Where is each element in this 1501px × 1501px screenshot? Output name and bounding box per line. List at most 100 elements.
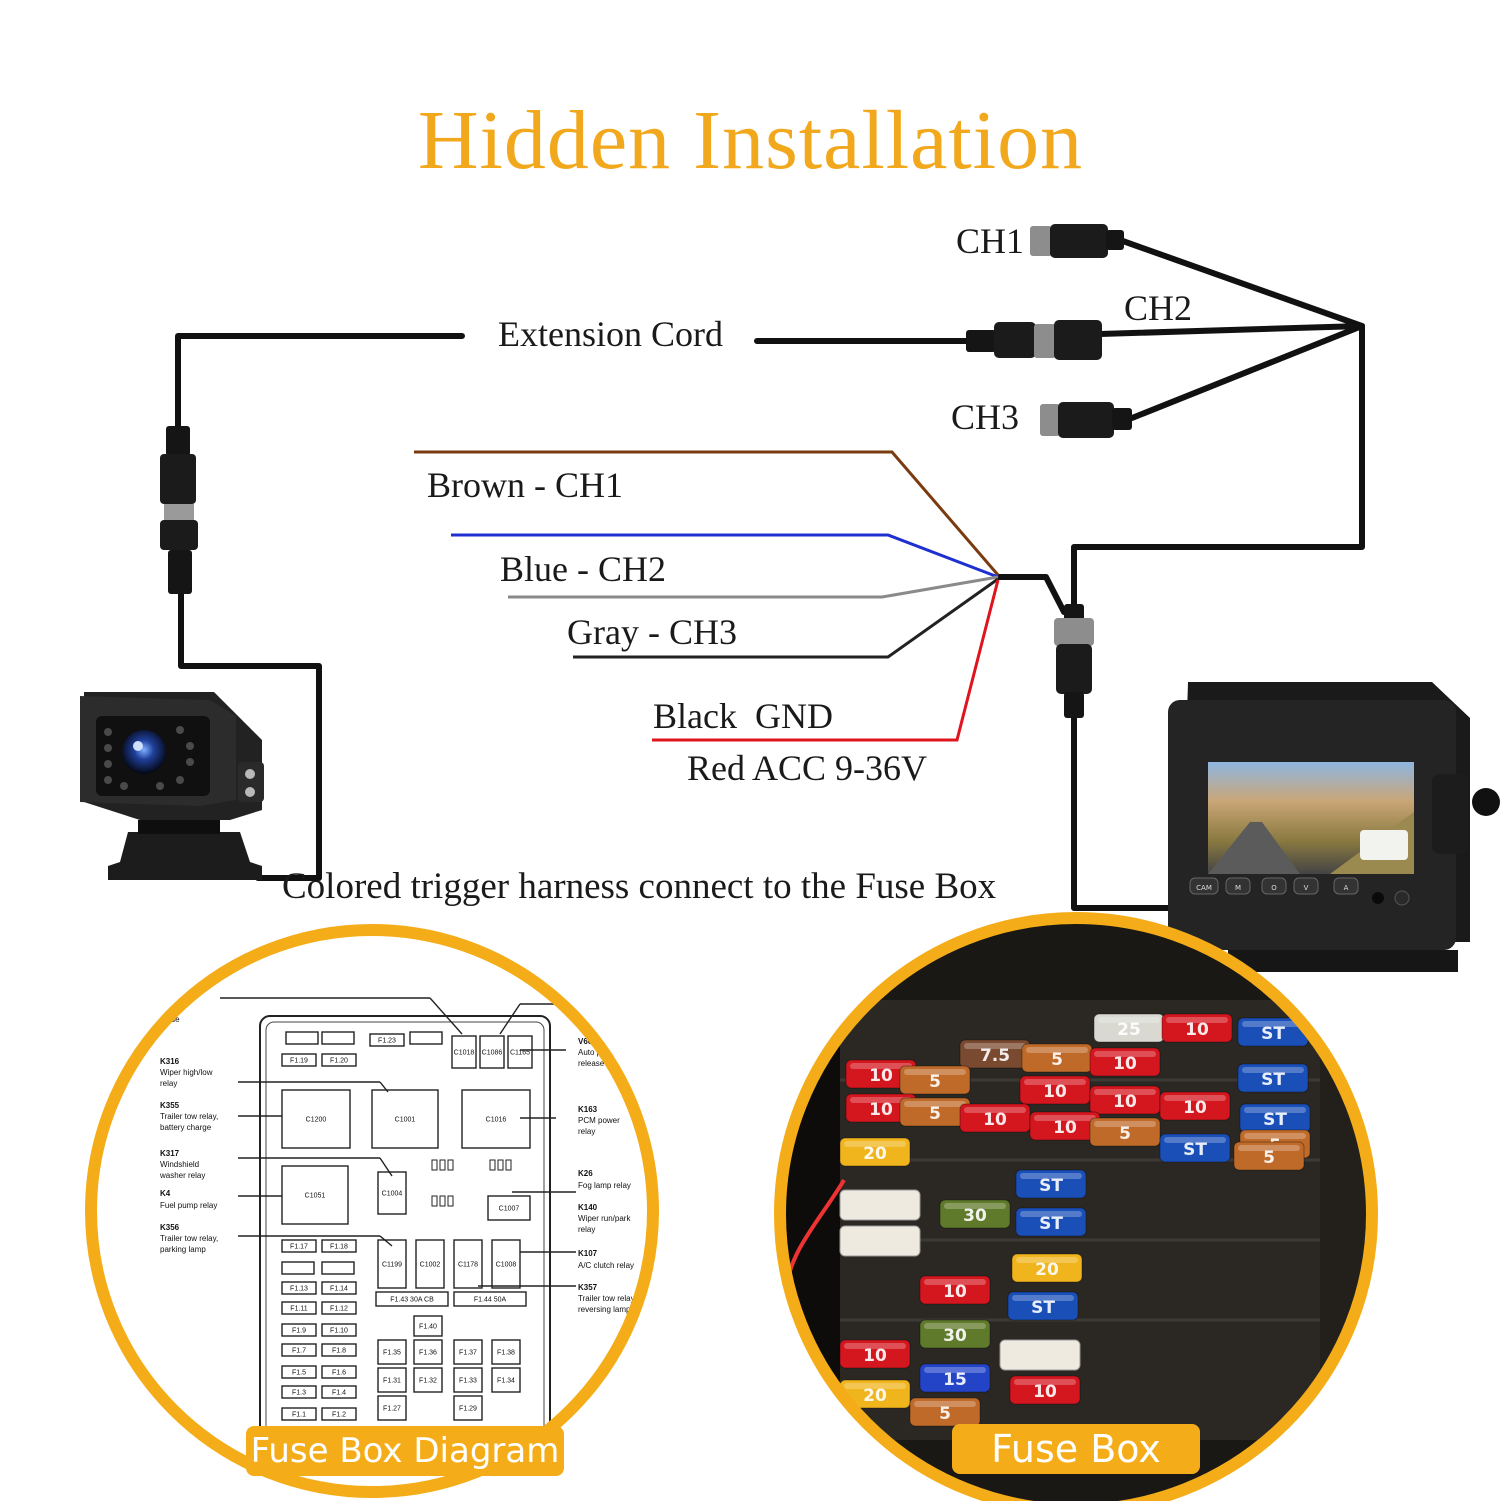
- diagram-box-label: F1.8: [332, 1348, 346, 1355]
- trigger-harness-note: Colored trigger harness connect to the F…: [282, 866, 997, 907]
- fuse-rating: 10: [1183, 1098, 1207, 1118]
- diagram-box: [491, 1367, 521, 1393]
- splitter-trunk: [1071, 323, 1365, 611]
- label-brown-wire: Brown - CH1: [427, 465, 623, 505]
- fuse: [839, 1137, 911, 1167]
- diagram-box-label: C1001: [395, 1117, 416, 1124]
- fuse: [1159, 1091, 1231, 1121]
- connector-ch2: [966, 320, 1102, 360]
- fuse-rating: 5: [939, 1404, 951, 1424]
- diagram-left-label: Windshield: [160, 1160, 199, 1169]
- diagram-box-label: C1016: [486, 1117, 507, 1124]
- fuse-highlight: [1164, 1095, 1226, 1101]
- ch1-branch: [1117, 237, 1365, 329]
- diagram-box-label: F1.38: [497, 1350, 515, 1357]
- monitor-cable: [1071, 713, 1183, 911]
- label-red-wire: Red ACC 9-36V: [687, 748, 928, 788]
- diagram-right-label: A/C C: [578, 1004, 600, 1013]
- diagram-right-label: Fog lamp relay: [578, 1181, 631, 1190]
- fuse-highlight: [1024, 1079, 1086, 1085]
- fuse: [1233, 1141, 1305, 1171]
- diagram-pin: [497, 1159, 504, 1171]
- diagram-pin: [431, 1159, 438, 1171]
- diagram-box-label: F1.5: [292, 1370, 306, 1377]
- fuse-rating: 10: [943, 1282, 967, 1302]
- diagram-box-label: F1.14: [330, 1286, 348, 1293]
- fuse-highlight: [850, 1063, 912, 1069]
- diagram-box-label: F1.3: [292, 1390, 306, 1397]
- diagram-box: [321, 1239, 357, 1253]
- diagram-box: [371, 1089, 439, 1149]
- diagram-empty-slot: [281, 1261, 315, 1275]
- fuse-blank: [999, 1339, 1081, 1371]
- diagram-box: [321, 1301, 357, 1315]
- diagram-box-label: F1.31: [383, 1378, 401, 1385]
- diagram-box-label: F1.7: [292, 1348, 306, 1355]
- diagram-box-label: F1.34: [497, 1378, 515, 1385]
- diagram-box: [453, 1395, 483, 1421]
- fuse-rating: 30: [943, 1326, 967, 1346]
- fuse-blank: [839, 1225, 921, 1257]
- diagram-box-label: F1.37: [459, 1350, 477, 1357]
- fuse: [1015, 1169, 1087, 1199]
- fuse: [899, 1065, 971, 1095]
- diagram-box: [487, 1195, 531, 1221]
- connector-ch1: [1030, 224, 1124, 258]
- monitor-button: [1333, 877, 1359, 895]
- diagram-box-label: C1165: [510, 1050, 530, 1057]
- diagram-box-label: F1.4: [332, 1390, 346, 1397]
- diagram-box-label: F1.29: [459, 1406, 477, 1413]
- diagram-empty-slot: [321, 1031, 355, 1045]
- fuse-rating: 10: [1033, 1382, 1057, 1402]
- fuse-highlight: [914, 1401, 976, 1407]
- diagram-right-label: K140: [578, 1203, 598, 1212]
- diagram-box-label: F1.2: [332, 1412, 346, 1419]
- fuse-highlight: [1166, 1017, 1228, 1023]
- diagram-right-label: A/C clutch relay: [578, 1261, 634, 1270]
- diagram-right-label: K107: [578, 1249, 598, 1258]
- backup-camera: [80, 692, 264, 880]
- fuse-highlight: [904, 1069, 966, 1075]
- fuse-highlight: [924, 1323, 986, 1329]
- fuse-highlight: [1026, 1047, 1088, 1053]
- fuse-highlight: [1098, 1017, 1160, 1023]
- label-black-wire: Black GND: [653, 696, 833, 736]
- diagram-box: [453, 1367, 483, 1393]
- fuse-highlight: [1244, 1133, 1306, 1139]
- diagram-left-label: K4: [160, 1189, 171, 1198]
- fuse: [1161, 1013, 1233, 1043]
- monitor-button: [1293, 877, 1319, 895]
- diagram-left-label: Trailer tow relay,: [160, 1112, 218, 1121]
- diagram-box: [491, 1339, 521, 1365]
- fuse: [1089, 1047, 1161, 1077]
- fuse-highlight: [924, 1279, 986, 1285]
- diagram-empty-slot: [409, 1031, 443, 1045]
- diagram-left-label: K317: [160, 1149, 180, 1158]
- diagram-box: [321, 1365, 357, 1379]
- fuse-rating: ST: [1039, 1176, 1063, 1196]
- diagram-box: [461, 1089, 531, 1149]
- diagram-right-label: K26: [578, 1169, 593, 1178]
- fuse-highlight: [850, 1097, 912, 1103]
- brown-wire: [414, 450, 1000, 576]
- diagram-right-label: K357: [578, 1283, 598, 1292]
- fuse-highlight: [964, 1107, 1026, 1113]
- fuse: [1159, 1133, 1231, 1163]
- diagram-box-label: C1051: [305, 1193, 326, 1200]
- diagram-pin: [447, 1195, 454, 1207]
- diagram-box-label: C1002: [420, 1262, 441, 1269]
- fuse-highlight: [844, 1383, 906, 1389]
- fuse-highlight: [1164, 1137, 1226, 1143]
- diagram-box: [281, 1089, 351, 1149]
- fuse: [909, 1397, 981, 1427]
- trigger-harness: [414, 450, 1000, 742]
- fuse-rating: 10: [983, 1110, 1007, 1130]
- monitor-button: [1225, 877, 1251, 895]
- diagram-box: [453, 1239, 483, 1289]
- diagram-box-label: F1.27: [383, 1406, 401, 1413]
- diagram-right-label: reversing lamp: [578, 1305, 631, 1314]
- diagram-box-label: C1199: [382, 1262, 402, 1269]
- diagram-box: [453, 1291, 527, 1307]
- fuse-array: 2510ST7.5510ST105101010ST105101055ST520S…: [839, 1013, 1311, 1427]
- fuse-highlight: [904, 1101, 966, 1107]
